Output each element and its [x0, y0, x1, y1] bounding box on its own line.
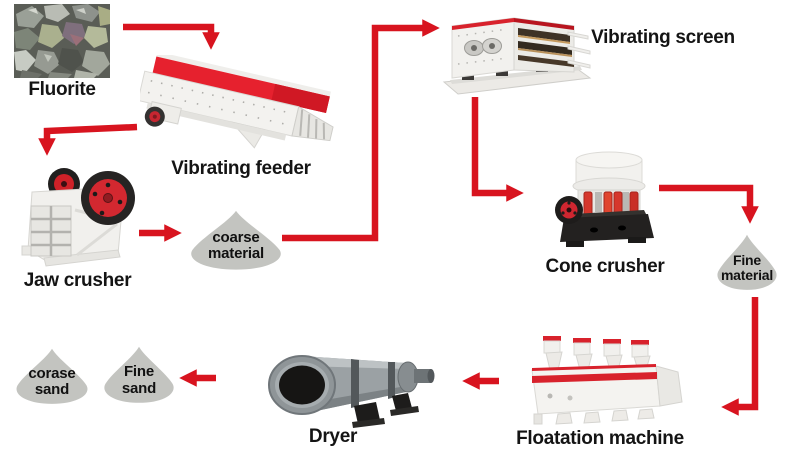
pile-shape — [717, 234, 777, 290]
cone-crusher-illustration — [552, 146, 658, 258]
jaw-crusher-label: Jaw crusher — [23, 270, 132, 291]
pile-shape — [191, 210, 281, 270]
pile-shape — [16, 348, 88, 404]
floatation-motors — [543, 336, 651, 371]
arrow-cone-crusher-to-fine-material — [659, 184, 759, 224]
arrow-feeder-to-jaw-crusher — [38, 123, 138, 156]
floatation-machine-illustration — [524, 330, 686, 430]
arrow-fluorite-to-feeder — [123, 23, 220, 50]
fluorite-ore-photo — [14, 4, 110, 78]
coarse-sand-pile: corase sand — [10, 346, 94, 408]
jaw-crusher-illustration — [18, 158, 136, 270]
vibrating-feeder-label: Vibrating feeder — [171, 158, 311, 179]
vibrating-screen-illustration — [440, 8, 592, 104]
fine-sand-pile: Fine sand — [98, 344, 180, 407]
fluorite-label: Fluorite — [28, 79, 96, 100]
coarse-sand-label: corase sand — [28, 364, 76, 398]
arrow-screen-to-cone-crusher — [471, 97, 524, 202]
vibrating-screen-label: Vibrating screen — [591, 27, 735, 48]
arrow-fine-material-to-floatation — [721, 297, 759, 416]
fine-material-label: Fine material — [720, 251, 774, 283]
pile-shape — [104, 346, 174, 403]
vibrating-feeder-illustration — [140, 55, 340, 160]
fine-sand-label: Fine sand — [121, 363, 157, 397]
dryer-illustration — [258, 336, 462, 432]
coarse-material-label: coarse material — [208, 228, 264, 262]
coarse-material-pile: coarse material — [183, 208, 289, 274]
cone-crusher-label: Cone crusher — [545, 256, 665, 277]
dryer-label: Dryer — [308, 426, 358, 447]
floatation-machine-label: Floatation machine — [516, 428, 684, 449]
fine-material-pile: Fine material — [712, 232, 782, 294]
